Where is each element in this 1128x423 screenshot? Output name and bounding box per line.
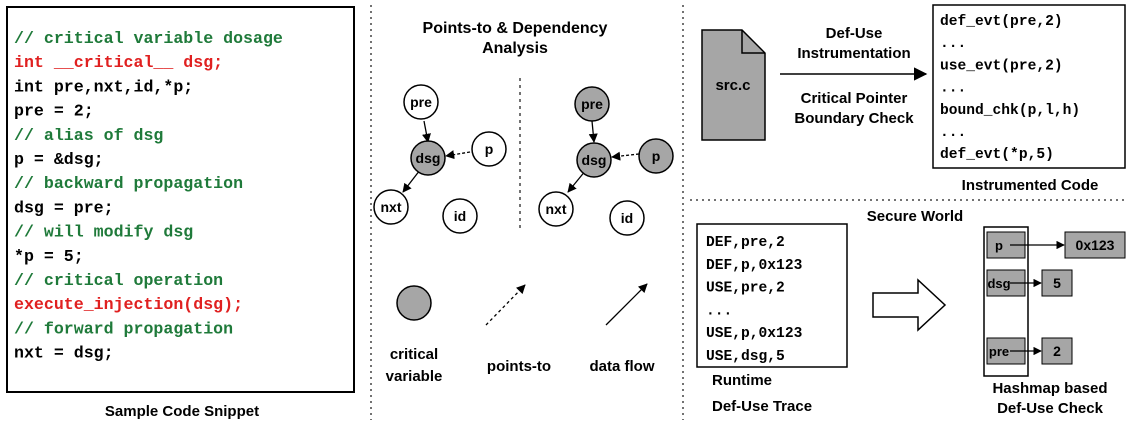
instrumented-code-line: def_evt(pre,2): [940, 14, 1063, 30]
code-line: // critical variable dosage: [14, 29, 283, 48]
code-line: nxt = dsg;: [14, 344, 114, 363]
code-line: // alias of dsg: [14, 126, 163, 145]
source-file-icon: [701, 29, 766, 141]
analysis-panel: Points-to & Dependency Analysis pre dsg …: [373, 20, 674, 385]
code-line: pre = 2;: [14, 102, 94, 121]
instrumented-code-line: ...: [940, 125, 966, 141]
node-nxt-after: [538, 191, 574, 227]
code-line: *p = 5;: [14, 247, 84, 266]
code-line: // forward propagation: [14, 319, 233, 338]
code-line: p = &dsg;: [14, 150, 104, 169]
code-line: dsg = pre;: [14, 198, 114, 217]
analysis-title-line1: Points-to & Dependency: [423, 20, 608, 37]
node-p-critical: [638, 138, 674, 174]
legend-data-flow-label: data flow: [589, 358, 654, 375]
analysis-title-line2: Analysis: [482, 40, 548, 57]
node-nxt-after-label: nxt: [546, 201, 567, 217]
node-dsg-critical-label: dsg: [582, 152, 607, 168]
source-file-fold: [741, 30, 765, 54]
instrumented-code-line: def_evt(*p,5): [940, 147, 1054, 163]
legend-data-flow-arrow: [605, 283, 648, 326]
hashmap-entries: p 0x123 dsg 5 pre 2: [986, 231, 1126, 365]
secure-world-title: Secure World: [867, 208, 963, 225]
hashmap-value: 5: [1053, 275, 1061, 291]
legend-critical-swatch: [396, 285, 432, 321]
node-pre: [403, 84, 439, 120]
graph-after: pre dsg p nxt id: [538, 86, 674, 236]
node-pre-critical: [574, 86, 610, 122]
hashmap-caption-line2: Def-Use Check: [997, 400, 1104, 417]
trace-caption-line1: Runtime: [712, 372, 772, 389]
trace-line: USE,p,0x123: [706, 326, 803, 342]
code-snippet-lines: // critical variable dosage int __critica…: [14, 29, 283, 363]
hollow-arrow: [872, 278, 947, 332]
legend-critical-label-line2: variable: [386, 368, 443, 385]
node-id-after: [609, 200, 645, 236]
node-id-label: id: [454, 208, 466, 224]
hashmap-value-cell: [1064, 231, 1126, 259]
node-dsg-critical: [576, 142, 612, 178]
hashmap-key: dsg: [987, 276, 1010, 291]
trace-line: DEF,pre,2: [706, 235, 785, 251]
node-p: [471, 131, 507, 167]
source-file-name: src.c: [715, 77, 750, 94]
instrumented-code-line: ...: [940, 81, 966, 97]
hashmap-value-cell: [1041, 337, 1073, 365]
trace-line: DEF,p,0x123: [706, 258, 803, 274]
code-line: // backward propagation: [14, 174, 243, 193]
instrumentation-label-line1: Def-Use: [826, 25, 883, 42]
node-id: [442, 198, 478, 234]
trace-box: [696, 223, 848, 368]
code-snippet-box: [6, 6, 355, 393]
hashmap-value-cell: [1041, 269, 1073, 297]
code-snippet-panel: // critical variable dosage int __critica…: [6, 6, 355, 420]
instrumentation-label-line2: Instrumentation: [797, 45, 910, 62]
graph-before: pre dsg p nxt id: [373, 84, 507, 234]
node-id-after-label: id: [621, 210, 633, 226]
code-line: int pre,nxt,id,*p;: [14, 77, 193, 96]
hashmap-value: 0x123: [1076, 237, 1115, 253]
code-line: int __critical__ dsg;: [14, 53, 223, 72]
trace-line: ...: [706, 303, 732, 319]
trace-line: USE,pre,2: [706, 281, 785, 297]
node-nxt-label: nxt: [381, 199, 402, 215]
trace-line: USE,dsg,5: [706, 349, 785, 365]
node-p-label: p: [485, 141, 494, 157]
instrumentation-panel: src.c Def-Use Instrumentation Critical P…: [701, 4, 1126, 194]
code-line: // critical operation: [14, 271, 223, 290]
boundary-check-label-line1: Critical Pointer: [801, 90, 908, 107]
trace-caption-line2: Def-Use Trace: [712, 398, 812, 415]
node-dsg: [410, 140, 446, 176]
node-nxt: [373, 189, 409, 225]
boundary-check-label-line2: Boundary Check: [794, 110, 914, 127]
hashmap-value: 2: [1053, 343, 1061, 359]
hashmap-caption-line1: Hashmap based: [992, 380, 1107, 397]
node-pre-critical-label: pre: [581, 96, 603, 112]
instrumented-code-line: ...: [940, 36, 966, 52]
node-dsg-label: dsg: [416, 150, 441, 166]
analysis-legend: critical variable points-to data flow: [386, 283, 655, 385]
node-pre-label: pre: [410, 94, 432, 110]
node-p-critical-label: p: [652, 148, 661, 164]
legend-points-to-label: points-to: [487, 358, 551, 375]
instrumented-code-line: use_evt(pre,2): [940, 58, 1063, 74]
secure-world-panel: Secure World DEF,pre,2DEF,p,0x123USE,pre…: [696, 208, 1126, 417]
code-snippet-caption: Sample Code Snippet: [105, 403, 259, 420]
code-line: // will modify dsg: [14, 223, 193, 242]
instrumented-code-caption: Instrumented Code: [962, 177, 1099, 194]
hashmap-key: p: [995, 238, 1003, 253]
code-line: execute_injection(dsg);: [14, 295, 243, 314]
legend-points-to-arrow: [485, 284, 526, 326]
instrumented-code-box: [932, 4, 1126, 169]
hashmap-key: pre: [989, 344, 1009, 359]
instrumented-code-lines: def_evt(pre,2)... use_evt(pre,2)... bound_…: [940, 14, 1080, 163]
hashmap-key-cell: [986, 337, 1026, 365]
instrumented-code-line: bound_chk(p,l,h): [940, 103, 1080, 119]
legend-critical-label-line1: critical: [390, 346, 438, 363]
